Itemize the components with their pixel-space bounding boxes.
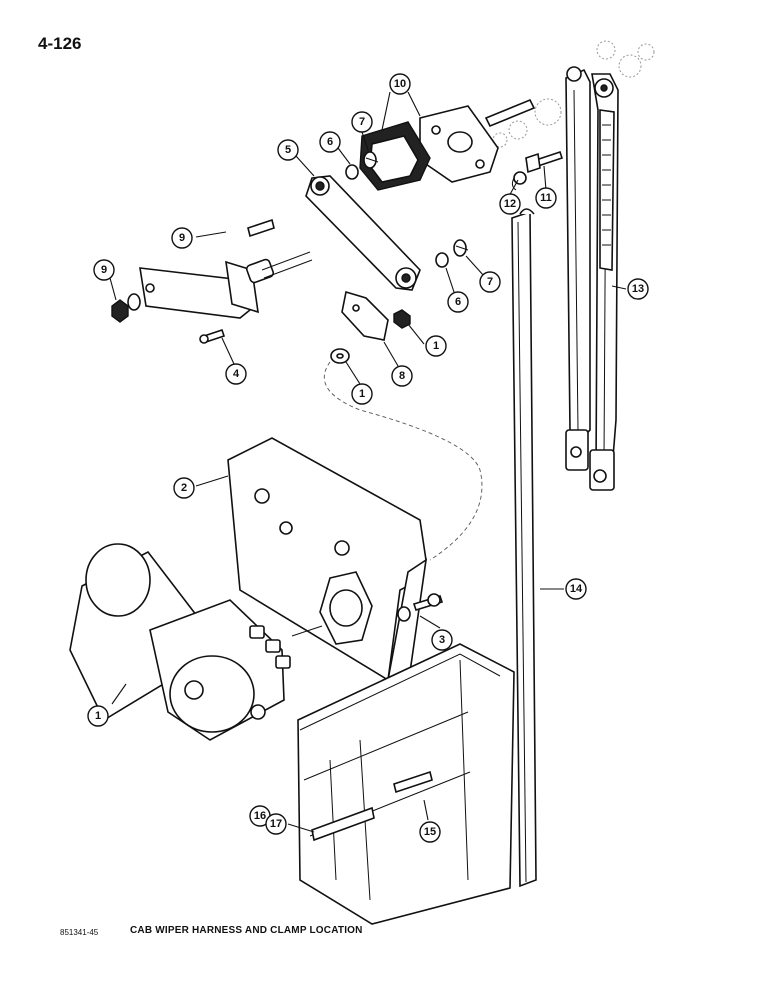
wiper-motor — [69, 543, 323, 741]
callout-2: 2 — [173, 477, 195, 499]
callout-10: 10 — [389, 73, 411, 95]
nut-washer — [111, 293, 141, 323]
small-washer — [330, 348, 350, 364]
svg-text:2: 2 — [181, 482, 187, 494]
callout-7: 7 — [479, 271, 501, 293]
callout-15: 15 — [419, 821, 441, 843]
page-number: 4-126 — [38, 34, 82, 53]
callout-4: 4 — [225, 363, 247, 385]
figure-caption: CAB WIPER HARNESS AND CLAMP LOCATION — [130, 925, 363, 936]
harness-wire-path — [323, 361, 483, 561]
svg-text:7: 7 — [487, 276, 493, 288]
callout-14: 14 — [565, 578, 587, 600]
lower-washer-clip — [435, 239, 469, 268]
svg-text:13: 13 — [632, 283, 644, 295]
svg-text:9: 9 — [101, 264, 107, 276]
wiper-arm-assembly — [565, 66, 619, 491]
leader-lines — [109, 91, 627, 833]
callout-12: 12 — [499, 193, 521, 215]
mounting-bolt — [397, 593, 444, 622]
callout-6: 6 — [447, 291, 469, 313]
svg-text:16: 16 — [254, 810, 266, 822]
callout-11: 11 — [535, 187, 557, 209]
callout-8: 8 — [391, 365, 413, 387]
callout-3: 3 — [431, 629, 453, 651]
callout-9: 9 — [93, 259, 115, 281]
callout-5: 5 — [277, 139, 299, 161]
svg-text:5: 5 — [285, 144, 291, 156]
svg-text:1: 1 — [433, 340, 439, 352]
svg-text:12: 12 — [504, 198, 516, 210]
svg-text:6: 6 — [327, 136, 333, 148]
callout-1: 1 — [351, 383, 373, 405]
pivot-shaft-mount — [359, 98, 536, 191]
svg-text:6: 6 — [455, 296, 461, 308]
bolt-and-lockwasher — [511, 150, 564, 191]
svg-text:15: 15 — [424, 826, 436, 838]
ghost-washers — [492, 40, 655, 148]
callout-1: 1 — [87, 705, 109, 727]
svg-text:3: 3 — [439, 634, 445, 646]
svg-text:11: 11 — [540, 192, 552, 204]
drive-link-arm — [305, 175, 421, 291]
cab-frame-structure — [297, 643, 515, 925]
svg-text:4: 4 — [233, 368, 240, 380]
callout-6: 6 — [319, 131, 341, 153]
callout-7: 7 — [351, 111, 373, 133]
svg-text:1: 1 — [359, 388, 365, 400]
figure-reference-number: 851341-45 — [60, 928, 99, 937]
svg-text:17: 17 — [270, 818, 282, 830]
upper-washer-clip — [345, 151, 379, 180]
callout-9: 9 — [171, 227, 193, 249]
callout-1: 1 — [425, 335, 447, 357]
svg-text:10: 10 — [394, 78, 406, 90]
motor-crank-bracket — [139, 218, 313, 319]
screw — [199, 328, 226, 344]
callout-17: 17 — [265, 813, 287, 835]
svg-text:14: 14 — [570, 583, 583, 595]
harness-clamp — [341, 290, 411, 341]
svg-text:9: 9 — [179, 232, 185, 244]
svg-text:8: 8 — [399, 370, 405, 382]
motor-mounting-plate — [227, 437, 428, 682]
svg-text:7: 7 — [359, 116, 365, 128]
svg-text:1: 1 — [95, 710, 101, 722]
wiper-channel-strip — [511, 208, 537, 888]
callout-13: 13 — [627, 278, 649, 300]
